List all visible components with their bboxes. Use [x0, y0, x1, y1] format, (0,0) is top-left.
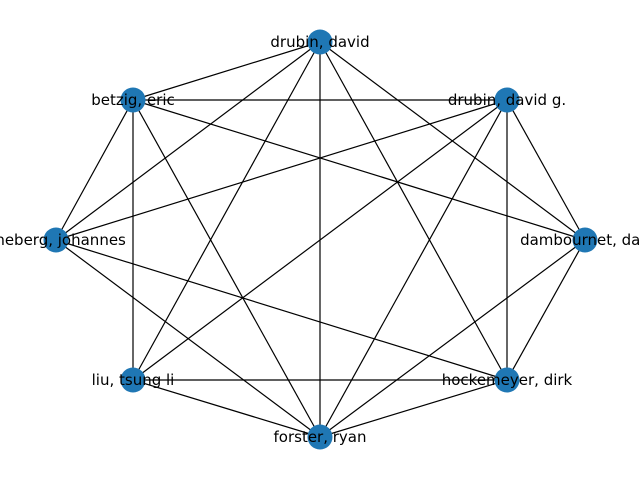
graph-labels: drubin, david drubin, david g. dambournet,…: [0, 33, 640, 446]
edge-drubin_david_g-dambournet: [506, 99, 586, 241]
node-dambournet: [572, 227, 598, 253]
node-forster: [307, 424, 333, 450]
node-label-hockemeyer: hockemeyer, dirk: [442, 371, 573, 389]
node-label-drubin_david: drubin, david: [270, 33, 369, 51]
edge-drubin_david_g-liu: [132, 99, 508, 381]
graph-nodes: [43, 29, 598, 450]
edge-betzig-schoneberg: [55, 99, 134, 241]
edge-betzig-dambournet: [132, 99, 586, 241]
graph-edges: [55, 41, 586, 438]
edge-betzig-forster: [132, 99, 321, 438]
node-label-dambournet: dambournet, dap: [520, 231, 640, 249]
node-label-liu: liu, tsung li: [92, 371, 175, 389]
edge-schoneberg-hockemeyer: [55, 239, 508, 381]
edge-drubin_david-liu: [132, 41, 321, 381]
edge-forster-dambournet: [319, 239, 586, 438]
node-label-schoneberg: oneberg, johannes: [0, 231, 126, 249]
node-liu: [120, 367, 146, 393]
node-label-drubin_david_g: drubin, david g.: [448, 91, 566, 109]
edge-liu-forster: [132, 379, 321, 438]
edge-drubin_david-betzig: [132, 41, 321, 101]
edge-drubin_david-schoneberg: [55, 41, 321, 241]
node-hockemeyer: [494, 367, 520, 393]
node-label-forster: forster, ryan: [274, 428, 367, 446]
node-schoneberg: [43, 227, 69, 253]
node-drubin_david_g: [494, 87, 520, 113]
edge-schoneberg-forster: [55, 239, 321, 438]
edge-hockemeyer-dambournet: [506, 239, 586, 381]
edge-drubin_david_g-forster: [319, 99, 508, 438]
node-betzig: [120, 87, 146, 113]
node-drubin_david: [307, 29, 333, 55]
edge-forster-hockemeyer: [319, 379, 508, 438]
node-label-betzig: betzig, eric: [91, 91, 175, 109]
edge-drubin_david_g-schoneberg: [55, 99, 508, 241]
edge-drubin_david-hockemeyer: [319, 41, 508, 381]
